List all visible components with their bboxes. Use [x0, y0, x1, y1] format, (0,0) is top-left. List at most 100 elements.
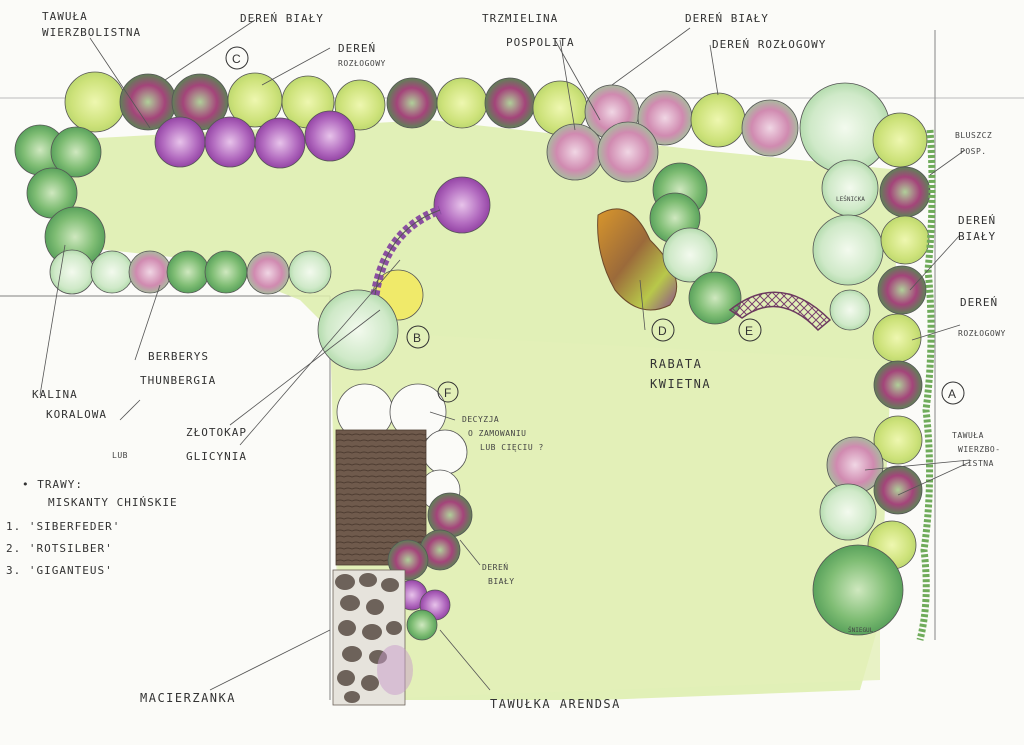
stone: [362, 624, 382, 640]
label-decyzja-3: LUB CIĘCIU ?: [480, 443, 544, 452]
shrub: [288, 250, 332, 294]
leader-line: [239, 259, 401, 446]
shrub: [484, 77, 536, 129]
marker-circle: [225, 46, 249, 70]
shrub: [546, 123, 604, 181]
shrub: [873, 465, 923, 515]
shrub: [688, 271, 742, 325]
shrub: [436, 77, 488, 129]
label-grass-2: 2. 'ROTSILBER': [6, 542, 113, 555]
shrub: [741, 99, 799, 157]
shrub: [166, 250, 210, 294]
label-tawulka: TAWUŁKA ARENDSA: [490, 697, 621, 711]
shrub: [821, 159, 879, 217]
leader-line: [134, 284, 161, 361]
stone: [340, 595, 360, 611]
label-deren-rozlog-top1: DEREŃ: [338, 42, 376, 55]
leader-line: [39, 244, 66, 396]
leader-line: [89, 37, 151, 129]
feature-f: [332, 383, 473, 706]
hedge-right: [812, 159, 931, 636]
shrub: [128, 250, 172, 294]
leader-line: [611, 27, 691, 86]
tree-large: [812, 544, 904, 636]
stone: [359, 573, 377, 587]
shrub: [877, 265, 927, 315]
marker-c: C: [225, 46, 249, 70]
label-zlotokap: ZŁOTOKAP: [186, 426, 247, 439]
shrub: [254, 117, 306, 169]
label-rabata-2: KWIETNA: [650, 377, 711, 391]
stone: [361, 675, 379, 691]
leader-line: [897, 461, 971, 496]
stone: [337, 670, 355, 686]
leader-line: [929, 149, 966, 176]
feature-b: [317, 176, 491, 371]
label-bluszcz: BLUSZCZ: [955, 131, 992, 140]
shrub: [872, 313, 922, 363]
stone: [335, 574, 355, 590]
leader-line: [709, 44, 719, 96]
leader-line: [119, 399, 141, 421]
stone: [344, 691, 360, 703]
ivy-hedge: [916, 129, 936, 641]
tree-large: [317, 289, 399, 371]
leader-line: [429, 411, 456, 421]
leader-line: [439, 629, 491, 691]
marker-circle: [941, 381, 965, 405]
label-deren-bialy-mid-2: BIAŁY: [488, 577, 515, 586]
shrub-outline: [422, 429, 468, 475]
thyme-patch: [377, 645, 413, 695]
leader-line: [554, 39, 601, 121]
label-tawula-right: TAWUŁA: [952, 431, 984, 440]
shrub: [879, 166, 931, 218]
leader-line: [209, 629, 331, 691]
leader-line: [459, 539, 481, 566]
leader-line: [559, 39, 576, 131]
label-miskant: MISKANTY CHIŃSKIE: [48, 496, 178, 509]
shrub-large: [812, 214, 884, 286]
leader-line: [229, 309, 381, 426]
label-deren-bialy-mid: DEREŃ: [482, 561, 509, 572]
marker-e-label: E: [745, 324, 753, 338]
marker-circle: [738, 318, 762, 342]
shrub: [662, 227, 718, 283]
flower-bed: [597, 208, 678, 311]
stone: [342, 646, 362, 662]
marker-circle: [406, 325, 430, 349]
label-decyzja: DECYZJA: [462, 415, 499, 424]
label-trzmielina: TRZMIELINA: [482, 12, 558, 25]
shrub: [204, 250, 248, 294]
shrub: [154, 116, 206, 168]
label-deren-rozlog-right-2: ROZŁOGOWY: [958, 329, 1006, 338]
stepping-stones: [335, 573, 402, 703]
hedge-bottom-left: [49, 249, 332, 295]
shrub: [334, 79, 386, 131]
hedge-top-inner: [154, 110, 659, 183]
label-deren-rozlog-top2: DEREŃ ROZŁOGOWY: [712, 38, 826, 51]
label-deren-bialy-top1: DEREŃ BIAŁY: [240, 12, 324, 25]
marker-f: F: [437, 381, 459, 403]
label-trawy: • TRAWY:: [22, 478, 83, 491]
marker-circle: [437, 381, 459, 403]
label-lub: LUB: [112, 451, 128, 460]
leader-line: [261, 47, 331, 86]
marker-f-label: F: [444, 386, 451, 400]
shrub: [386, 77, 438, 129]
label-berberys: BERBERYS: [148, 350, 209, 363]
lawn-area-south: [330, 330, 880, 700]
marker-a-label: A: [948, 387, 956, 401]
marker-d: D: [651, 318, 675, 342]
marker-c-label: C: [232, 52, 241, 66]
label-macierzanka: MACIERZANKA: [140, 691, 236, 705]
label-bluszcz-2: POSP.: [960, 147, 987, 156]
hedge-top: [64, 71, 928, 174]
leader-lines: [39, 19, 971, 691]
shrub: [597, 121, 659, 183]
leader-line: [911, 324, 961, 341]
shrub: [880, 215, 930, 265]
shrub: [304, 110, 356, 162]
stone: [386, 621, 402, 635]
